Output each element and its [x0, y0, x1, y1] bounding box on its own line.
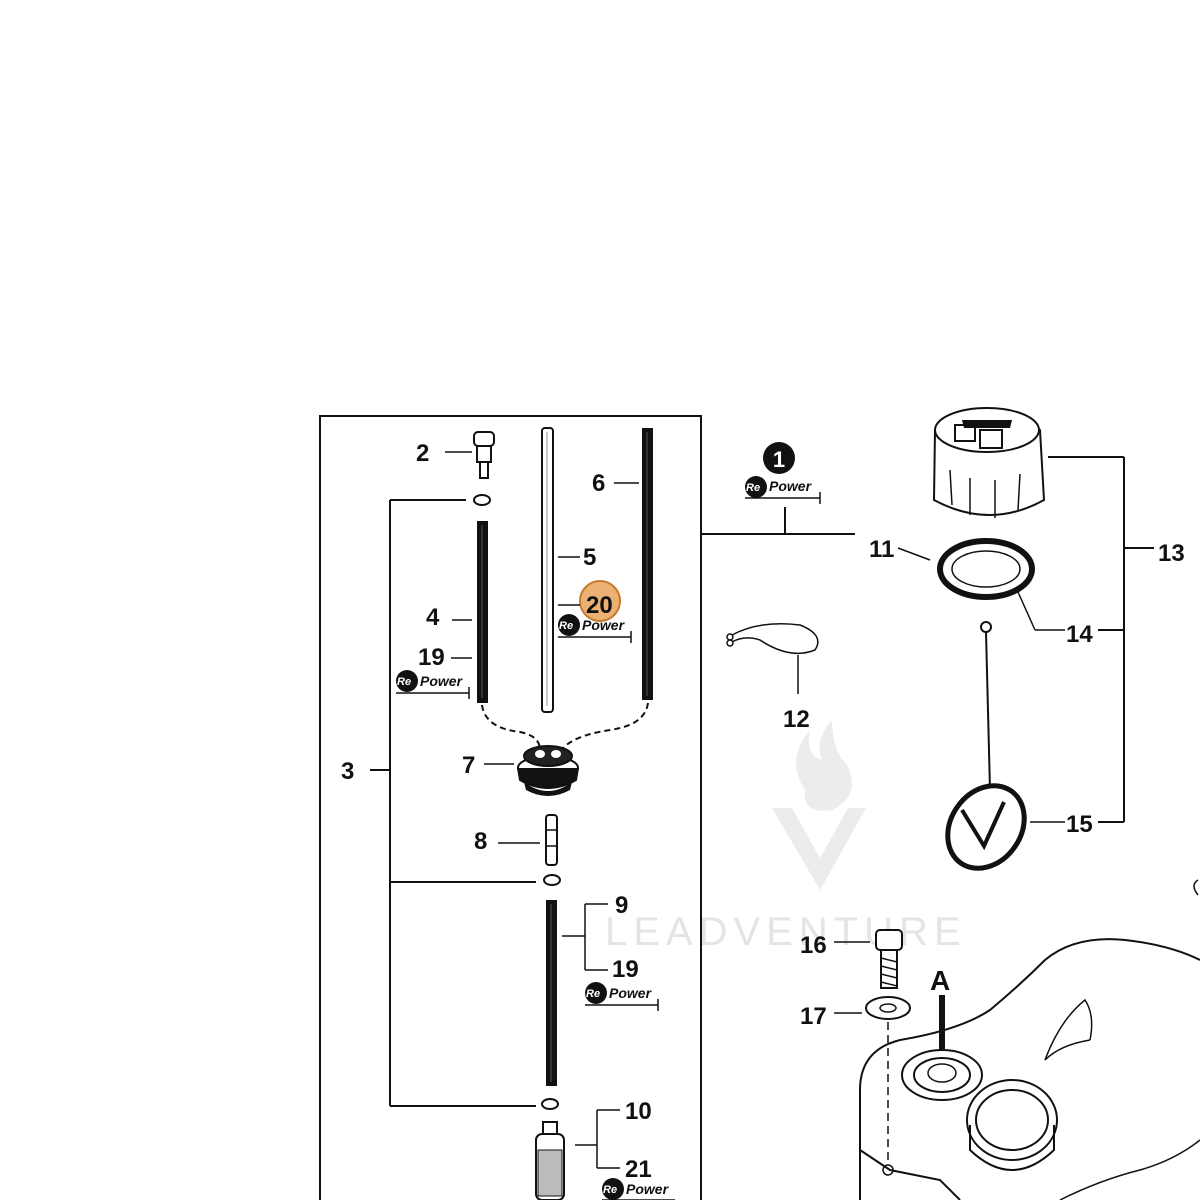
bracket-13 [1048, 456, 1154, 822]
leader-11 [701, 507, 931, 561]
part-14-gasket [937, 538, 1124, 631]
label-3: 3 [341, 758, 354, 785]
fuel-line-assembly-frame [319, 415, 702, 1200]
svg-text:Power: Power [582, 617, 626, 633]
svg-text:Re: Re [746, 482, 760, 494]
svg-text:Power: Power [609, 985, 653, 1001]
part-7-grommet [484, 745, 579, 796]
label-15: 15 [1066, 811, 1093, 838]
part-4-fuel-hose [452, 521, 488, 703]
svg-text:Re: Re [586, 988, 600, 1000]
part-12-wire [726, 623, 819, 694]
label-21: 21 [625, 1156, 652, 1183]
svg-text:Re: Re [559, 620, 573, 632]
label-5: 5 [583, 544, 596, 571]
label-4: 4 [426, 604, 440, 631]
part-16-bolt [834, 929, 903, 989]
label-19-top: 19 [418, 644, 445, 671]
callout-a: A [930, 965, 950, 1075]
label-16: 16 [800, 932, 827, 959]
svg-text:1: 1 [773, 447, 785, 472]
part-10-fuel-filter [535, 1109, 620, 1200]
bracket-3 [370, 499, 536, 1107]
label-6: 6 [592, 470, 605, 497]
label-8: 8 [474, 828, 487, 855]
label-11: 11 [869, 536, 894, 563]
label-9: 9 [615, 892, 628, 919]
label-19-bottom: 19 [612, 956, 639, 983]
o-ring-bottom [541, 1098, 559, 1110]
label-10: 10 [625, 1098, 652, 1125]
part-6-hose [614, 428, 653, 700]
svg-text:Power: Power [420, 673, 464, 689]
part-20-highlight[interactable]: 20 [558, 580, 621, 622]
leadventure-watermark: LEADVENTURE [605, 720, 967, 954]
svg-text:Re: Re [397, 676, 411, 688]
o-ring-top [473, 494, 491, 506]
part-8-connector [498, 814, 558, 866]
label-12: 12 [783, 706, 810, 733]
repower-badge-20: Re Power [558, 614, 632, 643]
part-2-fitting [445, 431, 495, 479]
part-13-fuel-cap [932, 407, 1046, 518]
callout-1: 1 [763, 442, 795, 474]
label-13: 13 [1158, 540, 1185, 567]
routing-line-left [481, 704, 541, 751]
svg-text:Power: Power [626, 1181, 670, 1197]
svg-text:Re: Re [603, 1184, 617, 1196]
watermark-text: LEADVENTURE [605, 910, 967, 954]
svg-text:A: A [930, 965, 950, 996]
label-17: 17 [800, 1003, 827, 1030]
part-9-hose [546, 900, 608, 1086]
part-17-washer [834, 996, 911, 1020]
part-15-strap [945, 621, 1124, 871]
repower-badge-19-top: Re Power [396, 670, 470, 699]
o-ring-mid [543, 874, 561, 886]
fuel-tank [859, 879, 1200, 1200]
svg-text:Power: Power [769, 478, 813, 494]
part-5-tube [541, 427, 580, 713]
routing-line-right [559, 702, 649, 753]
label-20: 20 [586, 592, 613, 619]
label-2: 2 [416, 440, 429, 467]
label-7: 7 [462, 752, 475, 779]
repower-badge-21: Re Power [602, 1178, 675, 1200]
label-14: 14 [1066, 621, 1093, 648]
repower-badge-19-bottom: Re Power [585, 982, 659, 1011]
repower-badge-1: Re Power [745, 476, 821, 504]
